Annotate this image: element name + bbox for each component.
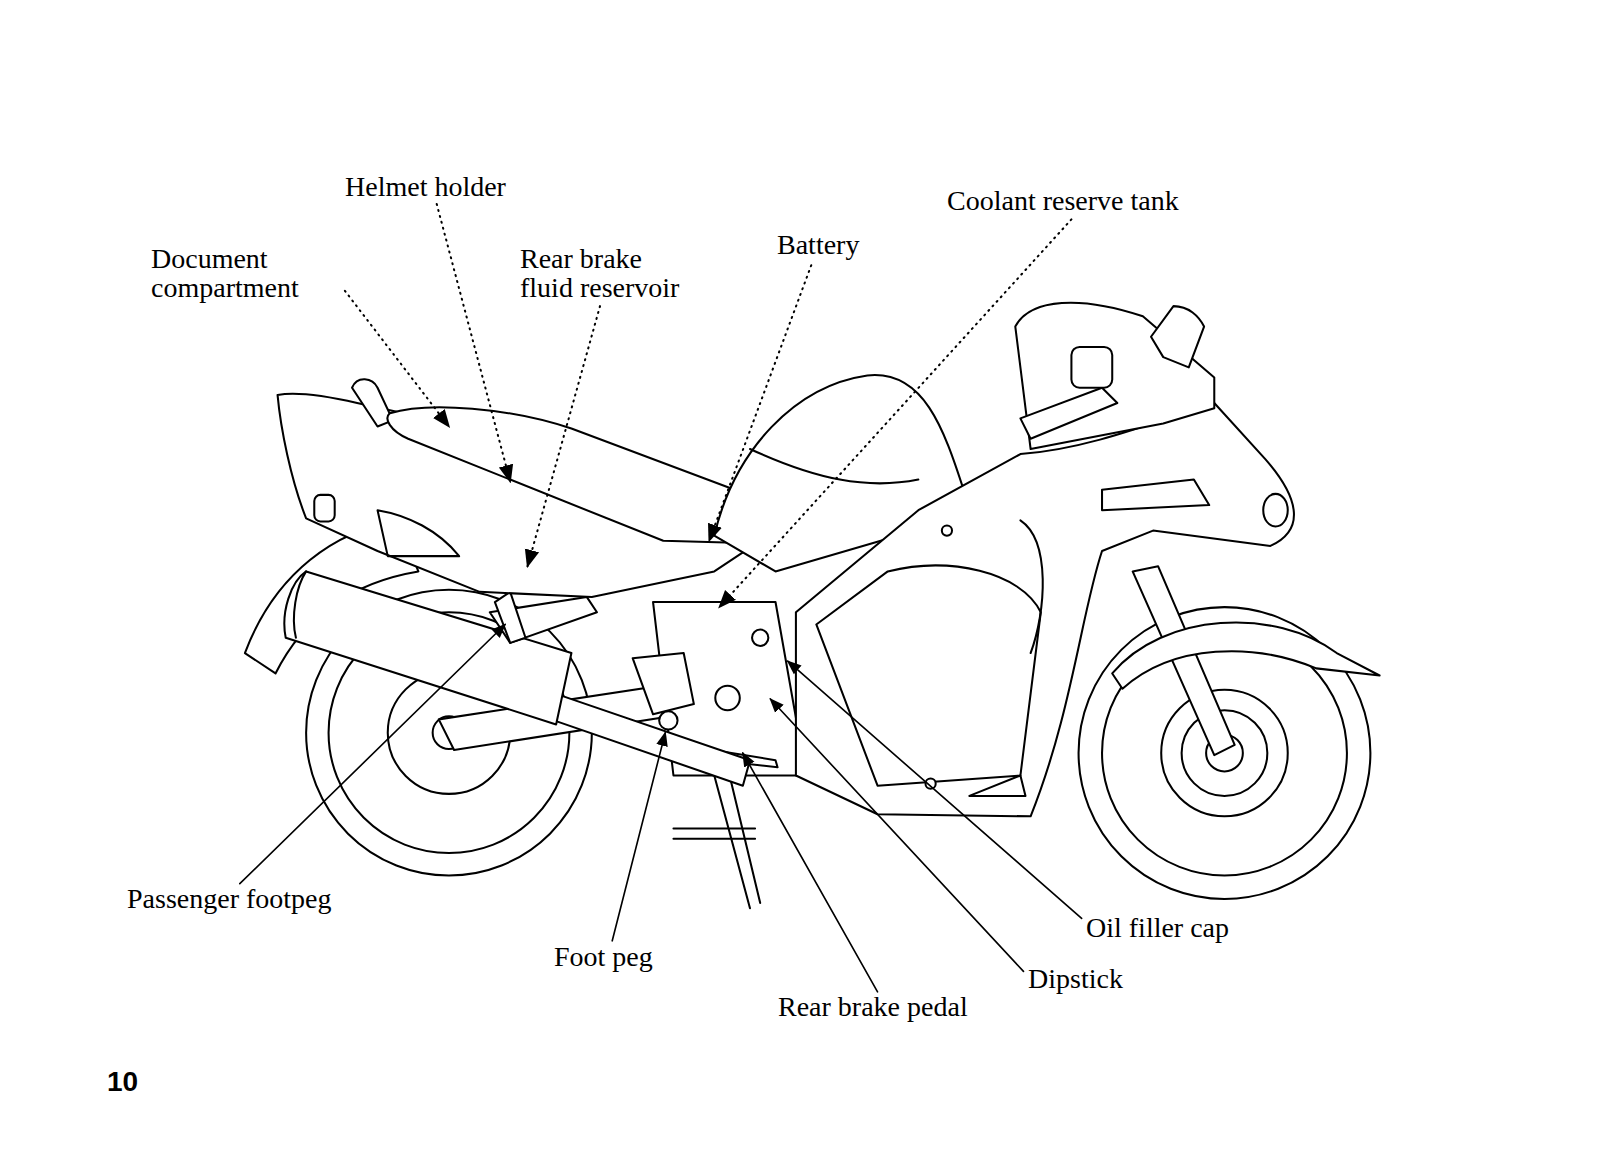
part-label: Rear brake fluid reservoir — [520, 244, 690, 302]
part-label: Oil filler cap — [1086, 913, 1229, 942]
part-label: Document compartment — [151, 244, 311, 302]
page-number: 10 — [107, 1066, 138, 1098]
part-label: Rear brake pedal — [778, 992, 968, 1021]
part-label: Coolant reserve tank — [947, 186, 1179, 215]
part-label: Passenger footpeg — [127, 884, 332, 913]
part-label: Battery — [777, 230, 859, 259]
part-label: Dipstick — [1028, 964, 1123, 993]
part-label: Helmet holder — [345, 172, 506, 201]
part-label: Foot peg — [554, 942, 653, 971]
